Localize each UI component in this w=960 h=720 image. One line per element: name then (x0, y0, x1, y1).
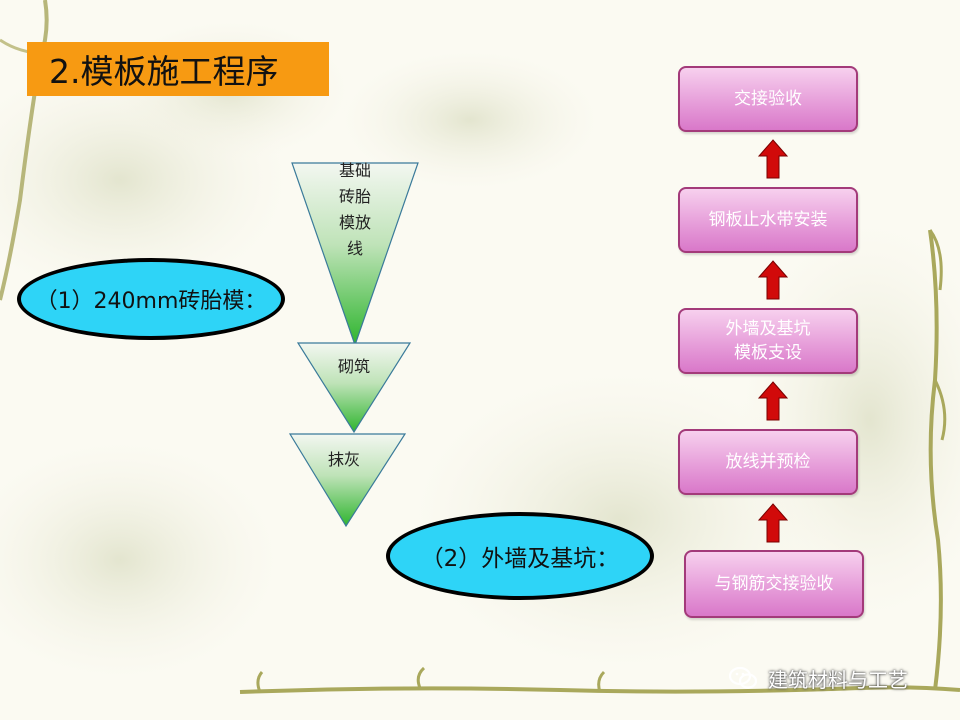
flow-label-rebar-handover: 与钢筋交接验收 (714, 574, 834, 594)
step-label-2: 砌筑 (337, 357, 370, 376)
flow-label-acceptance: 交接验收 (734, 89, 802, 109)
step-triangle-2 (296, 342, 412, 434)
section2-ellipse: （2）外墙及基坑： (386, 512, 654, 600)
step-label-1: 基础 砖胎 模放 线 (338, 161, 371, 258)
up-arrow-icon (758, 381, 788, 421)
watermark: 建筑材料与工艺 (728, 662, 908, 694)
slide-title: 2.模板施工程序 (27, 42, 329, 96)
flow-label-waterstop: 钢板止水带安装 (708, 210, 828, 230)
step-triangle-3 (288, 433, 407, 528)
wechat-icon (728, 666, 758, 689)
flow-label-layout-check: 放线并预检 (725, 452, 811, 472)
flow-box-layout-check: 放线并预检 (678, 429, 858, 495)
flow-label-formwork: 外墙及基坑 模板支设 (725, 319, 811, 363)
watermark-text: 建筑材料与工艺 (768, 667, 908, 692)
flow-box-rebar-handover: 与钢筋交接验收 (684, 550, 864, 618)
up-arrow-icon (758, 503, 788, 543)
step-triangle-1 (291, 162, 419, 347)
up-arrow-icon (758, 139, 788, 179)
flow-box-formwork: 外墙及基坑 模板支设 (678, 308, 858, 374)
section1-ellipse: （1）240mm砖胎模： (17, 258, 285, 340)
flow-box-waterstop: 钢板止水带安装 (678, 187, 858, 253)
up-arrow-icon (758, 260, 788, 300)
section2-label: （2）外墙及基坑： (420, 546, 620, 572)
flow-box-acceptance: 交接验收 (678, 66, 858, 132)
step-label-3: 抹灰 (327, 450, 360, 469)
section1-label: （1）240mm砖胎模： (35, 289, 267, 314)
